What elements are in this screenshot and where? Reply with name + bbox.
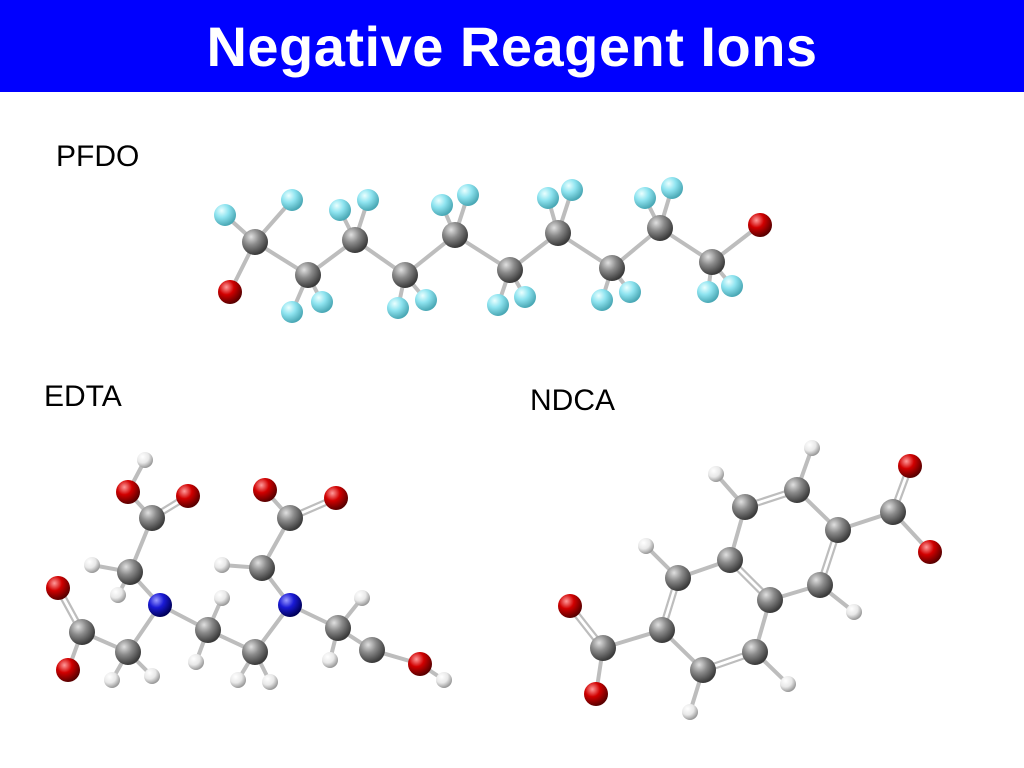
pfdo-label: PFDO [56, 140, 140, 173]
pfdo-atom-c [497, 257, 523, 283]
ndca-atom-c [880, 499, 906, 525]
edta-atom-h [322, 652, 338, 668]
title-bar: Negative Reagent Ions [0, 0, 1024, 92]
edta-atom-h [144, 668, 160, 684]
edta-atom-c [249, 555, 275, 581]
pfdo-atom-f [661, 177, 683, 199]
pfdo-atom-c [242, 229, 268, 255]
pfdo-atom-f [561, 179, 583, 201]
pfdo-atom-f [487, 294, 509, 316]
pfdo-atom-c [647, 215, 673, 241]
pfdo-atom-f [329, 199, 351, 221]
ndca-atom-o [918, 540, 942, 564]
ndca-atom-c [665, 565, 691, 591]
pfdo-atom-f [431, 194, 453, 216]
pfdo-atom-f [634, 187, 656, 209]
ndca-atom-o [898, 454, 922, 478]
edta-atom-o [176, 484, 200, 508]
edta-atom-o [324, 486, 348, 510]
pfdo-atom-c [442, 222, 468, 248]
pfdo-atom-c [342, 227, 368, 253]
edta-atom-o [56, 658, 80, 682]
edta-atom-o [408, 652, 432, 676]
pfdo-atom-f [619, 281, 641, 303]
edta-atom-h [230, 672, 246, 688]
pfdo-atom-f [537, 187, 559, 209]
edta-atom-n [278, 593, 302, 617]
pfdo-atom-f [387, 297, 409, 319]
pfdo-atom-f [214, 204, 236, 226]
ndca-atom-o [558, 594, 582, 618]
slide-title: Negative Reagent Ions [206, 14, 818, 78]
edta-atom-h [104, 672, 120, 688]
ndca-atom-c [590, 635, 616, 661]
pfdo-atom-c [699, 249, 725, 275]
pfdo-atom-f [721, 275, 743, 297]
edta-atom-c [139, 505, 165, 531]
edta-atom-c [195, 617, 221, 643]
edta-atom-h [214, 557, 230, 573]
ndca-atom-c [757, 587, 783, 613]
pfdo-atom-f [281, 301, 303, 323]
edta-atom-h [188, 654, 204, 670]
edta-atom-c [359, 637, 385, 663]
ndca-atom-c [717, 547, 743, 573]
edta-atom-h [84, 557, 100, 573]
edta-atom-c [115, 639, 141, 665]
edta-atom-h [436, 672, 452, 688]
pfdo-atom-f [591, 289, 613, 311]
ndca-atom-c [690, 657, 716, 683]
pfdo-atom-f [697, 281, 719, 303]
edta-atom-o [253, 478, 277, 502]
pfdo-atom-c [295, 262, 321, 288]
pfdo-atom-f [514, 286, 536, 308]
edta-label: EDTA [44, 380, 122, 413]
pfdo-atom-c [545, 220, 571, 246]
ndca-atom-c [825, 517, 851, 543]
ndca-atom-h [804, 440, 820, 456]
edta-atom-h [137, 452, 153, 468]
pfdo-atom-f [357, 189, 379, 211]
pfdo-atom-f [311, 291, 333, 313]
ndca-atom-c [649, 617, 675, 643]
ndca-atom-h [846, 604, 862, 620]
ndca-atom-h [780, 676, 796, 692]
edta-atom-n [148, 593, 172, 617]
edta-atom-o [46, 576, 70, 600]
pfdo-atom-f [281, 189, 303, 211]
edta-atom-h [354, 590, 370, 606]
edta-atom-c [242, 639, 268, 665]
edta-atom-h [214, 590, 230, 606]
edta-atom-c [277, 505, 303, 531]
pfdo-atom-o [218, 280, 242, 304]
ndca-atom-c [784, 477, 810, 503]
ndca-label: NDCA [530, 384, 616, 417]
pfdo-atom-c [599, 255, 625, 281]
pfdo-atom-f [415, 289, 437, 311]
edta-atom-c [69, 619, 95, 645]
edta-atom-o [116, 480, 140, 504]
edta-atom-c [325, 615, 351, 641]
ndca-atom-c [732, 494, 758, 520]
ndca-atom-c [742, 639, 768, 665]
ndca-atom-h [708, 466, 724, 482]
pfdo-atom-o [748, 213, 772, 237]
edta-atom-h [110, 587, 126, 603]
ndca-atom-o [584, 682, 608, 706]
ndca-atom-h [638, 538, 654, 554]
pfdo-atom-c [392, 262, 418, 288]
pfdo-atom-f [457, 184, 479, 206]
edta-atom-h [262, 674, 278, 690]
edta-atom-c [117, 559, 143, 585]
ndca-atom-h [682, 704, 698, 720]
ndca-atom-c [807, 572, 833, 598]
